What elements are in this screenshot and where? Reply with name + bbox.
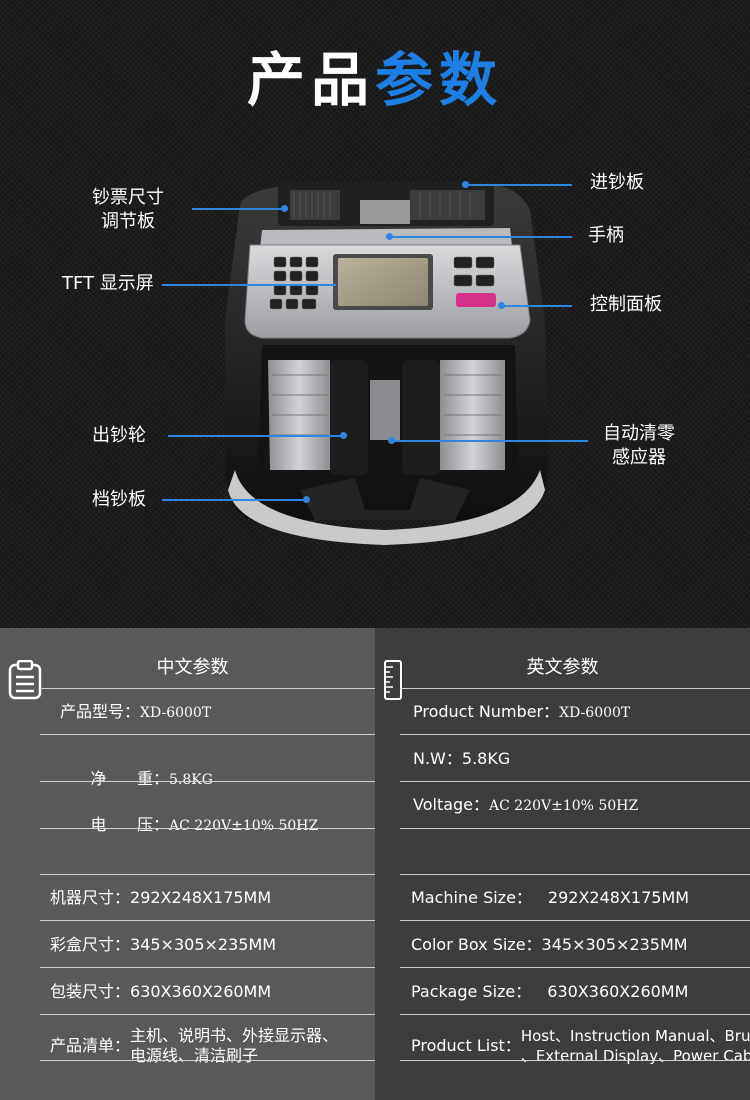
callout-dot-outlet xyxy=(340,432,347,439)
en-sep-2 xyxy=(400,781,750,782)
title-white: 产品 xyxy=(246,46,375,114)
callout-tft-display: TFT 显示屏 xyxy=(62,273,154,294)
en-row-label: Color Box Size： xyxy=(411,935,542,954)
cn-sep-8 xyxy=(40,1060,375,1061)
callout-dot-auto-clear xyxy=(388,437,395,444)
cn-sep-6 xyxy=(40,967,375,968)
en-row-machine-size: Machine Size： 292X248X175MM xyxy=(411,888,689,908)
cn-sep-4 xyxy=(40,874,375,875)
callout-handle: 手柄 xyxy=(588,225,624,246)
cn-spec-column: 中文参数 产品型号：XD-6000T 净 重：5.8KG 电 压：AC 220V… xyxy=(0,628,375,1100)
cn-row-value: 630X360X260MM xyxy=(130,982,272,1001)
en-row-value-line1: Host、Instruction Manual、Brush xyxy=(520,1027,750,1045)
cn-sep-3 xyxy=(40,828,375,829)
cn-sep-0 xyxy=(40,688,375,689)
en-row-value: AC 220V±10% 50HZ xyxy=(489,798,639,814)
cn-row-label: 彩盒尺寸： xyxy=(50,935,131,954)
cn-row-label: 净 重： xyxy=(90,769,170,788)
en-sep-1 xyxy=(400,734,750,735)
en-row-label: Voltage： xyxy=(413,795,490,814)
cn-row-value: XD-6000T xyxy=(140,705,212,721)
cn-sep-2 xyxy=(40,781,375,782)
callout-line-stacker xyxy=(162,499,307,501)
en-row-value: 5.8KG xyxy=(461,749,511,768)
cn-row-weight: 净 重：5.8KG xyxy=(60,749,213,810)
cn-row-label: 产品型号： xyxy=(60,702,141,721)
cn-row-label: 包装尺寸： xyxy=(50,982,131,1001)
page-title: 产品参数 xyxy=(0,44,750,116)
callout-dot-control xyxy=(498,302,505,309)
en-row-value: XD-6000T xyxy=(559,705,631,721)
callout-size-adjust-line1: 钞票尺寸 xyxy=(92,187,164,208)
en-sep-8 xyxy=(400,1060,750,1061)
en-sep-4 xyxy=(400,874,750,875)
callout-line-hopper xyxy=(466,184,572,186)
callout-dot-hopper xyxy=(462,181,469,188)
en-sep-3 xyxy=(400,828,750,829)
cn-spec-header: 中文参数 xyxy=(156,657,229,678)
money-counter-image xyxy=(225,186,548,545)
callout-line-control xyxy=(502,305,572,307)
en-row-model: Product Number：XD-6000T xyxy=(413,702,630,723)
callout-stacker-plate: 档钞板 xyxy=(92,489,146,510)
en-sep-5 xyxy=(400,920,750,921)
cn-row-model: 产品型号：XD-6000T xyxy=(60,702,211,723)
cn-row-value-line1: 主机、说明书、外接显示器、 xyxy=(130,1026,339,1045)
cn-sep-1 xyxy=(40,734,375,735)
cn-row-value: 345×305×235MM xyxy=(130,935,277,954)
cn-row-voltage: 电 压：AC 220V±10% 50HZ xyxy=(60,795,319,856)
en-row-label: N.W： xyxy=(413,749,462,768)
en-row-voltage: Voltage：AC 220V±10% 50HZ xyxy=(413,795,638,816)
title-blue: 参数 xyxy=(375,46,504,114)
en-sep-7 xyxy=(400,1014,750,1015)
en-row-weight: N.W：5.8KG xyxy=(413,749,510,769)
product-hero: 产品参数 xyxy=(0,0,750,628)
callout-size-adjust-line2: 调节板 xyxy=(101,211,155,232)
en-sep-6 xyxy=(400,967,750,968)
en-row-box-size: Color Box Size：345×305×235MM xyxy=(411,935,688,955)
en-row-label: Product List： xyxy=(411,1036,521,1055)
callout-control-panel: 控制面板 xyxy=(590,294,662,315)
callout-dot-handle xyxy=(386,233,393,240)
en-row-value: 345×305×235MM xyxy=(541,935,688,954)
cn-row-value: AC 220V±10% 50HZ xyxy=(169,818,319,834)
callout-dot-stacker xyxy=(303,496,310,503)
cn-row-value: 5.8KG xyxy=(169,772,213,788)
en-row-value-line2: 、External Display、Power Cable xyxy=(520,1047,750,1065)
en-spec-column: 英文参数 Product Number：XD-6000T N.W：5.8KG V… xyxy=(375,628,750,1100)
cn-row-package-size: 包装尺寸：630X360X260MM xyxy=(50,982,271,1002)
cn-row-value-line2: 电源线、清洁刷子 xyxy=(130,1046,259,1065)
en-row-package-size: Package Size： 630X360X260MM xyxy=(411,982,688,1002)
en-sep-0 xyxy=(400,688,750,689)
en-row-value: 630X360X260MM xyxy=(547,982,689,1001)
callout-line-auto-clear xyxy=(392,440,588,442)
callout-auto-clear-line2: 感应器 xyxy=(612,447,666,468)
cn-sep-5 xyxy=(40,920,375,921)
ruler-icon xyxy=(384,660,402,700)
spec-table: 中文参数 产品型号：XD-6000T 净 重：5.8KG 电 压：AC 220V… xyxy=(0,628,750,1100)
callout-auto-clear: 自动清零 感应器 xyxy=(603,422,675,470)
callout-line-tft xyxy=(162,284,336,286)
en-row-value: 292X248X175MM xyxy=(547,888,690,907)
cn-row-machine-size: 机器尺寸：292X248X175MM xyxy=(50,888,271,908)
cn-sep-7 xyxy=(40,1014,375,1015)
callout-size-adjust: 钞票尺寸 调节板 xyxy=(92,186,164,234)
en-row-label: Machine Size： xyxy=(411,888,532,907)
cn-row-label: 电 压： xyxy=(90,815,170,834)
en-spec-header: 英文参数 xyxy=(526,657,599,678)
callout-outlet-wheel: 出钞轮 xyxy=(92,425,146,446)
cn-row-value: 292X248X175MM xyxy=(130,888,272,907)
cn-row-label: 产品清单： xyxy=(50,1036,131,1055)
callout-line-outlet xyxy=(168,435,344,437)
en-row-label: Package Size： xyxy=(411,982,532,1001)
callout-line-handle xyxy=(390,236,572,238)
callout-auto-clear-line1: 自动清零 xyxy=(603,423,675,444)
clipboard-icon xyxy=(8,660,42,700)
cn-row-box-size: 彩盒尺寸：345×305×235MM xyxy=(50,935,276,955)
en-row-label: Product Number： xyxy=(413,702,560,721)
callout-dot-size-adjust xyxy=(281,205,288,212)
cn-row-label: 机器尺寸： xyxy=(50,888,131,907)
callout-line-size-adjust xyxy=(192,208,284,210)
callout-hopper: 进钞板 xyxy=(590,172,644,193)
